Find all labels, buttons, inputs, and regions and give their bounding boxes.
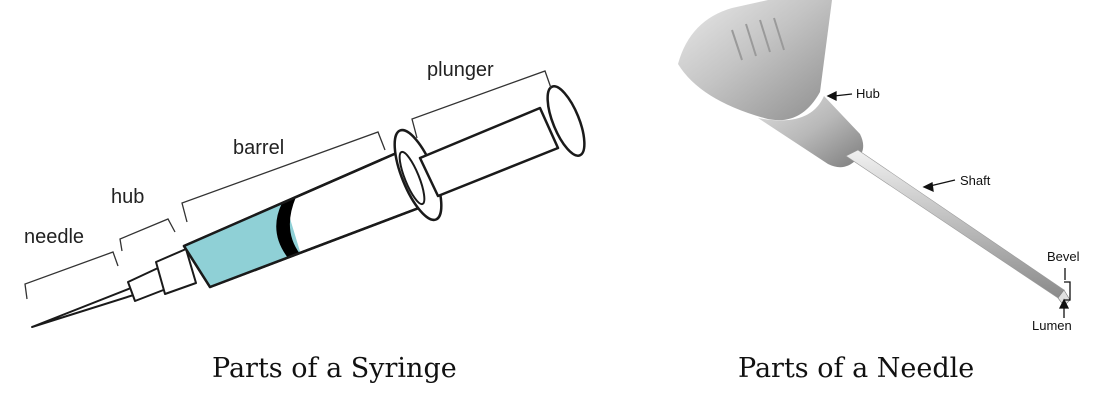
syringe-barrel	[182, 146, 434, 289]
syringe-plunger-thumb	[546, 85, 586, 157]
syringe-brackets	[24, 70, 552, 300]
needle-pointers	[826, 90, 1071, 318]
needle-caption: Parts of a Needle	[738, 353, 975, 384]
syringe-panel: needle hub barrel plunger Parts of a Syr…	[24, 59, 586, 384]
needle-shaft	[845, 149, 1065, 299]
label-barrel: barrel	[233, 137, 285, 159]
label-shaft: Shaft	[960, 173, 991, 188]
syringe-caption: Parts of a Syringe	[212, 353, 457, 384]
syringe-illustration	[24, 70, 586, 328]
label-lumen: Lumen	[1032, 318, 1072, 333]
label-hub-needle: Hub	[856, 86, 880, 101]
syringe-plunger-rod	[418, 106, 560, 198]
label-needle: needle	[24, 226, 85, 248]
label-plunger: plunger	[427, 59, 494, 81]
needle-hub-cone	[758, 96, 864, 168]
needle-hub-ridges	[731, 17, 785, 61]
label-hub: hub	[111, 186, 145, 208]
needle-panel: Hub Shaft Bevel Lumen Parts of a Needle	[660, 0, 1114, 417]
barrel-bracket	[181, 131, 386, 223]
syringe-stopper	[276, 197, 300, 258]
hub-bracket	[119, 218, 176, 252]
needle-bracket	[24, 251, 119, 300]
label-bevel: Bevel	[1047, 249, 1080, 264]
syringe-hub-tip	[155, 248, 197, 295]
syringe-needle	[31, 285, 141, 328]
plunger-bracket	[411, 70, 552, 139]
needle-illustration	[678, 0, 1071, 318]
needle-syringe-body	[678, 0, 832, 121]
